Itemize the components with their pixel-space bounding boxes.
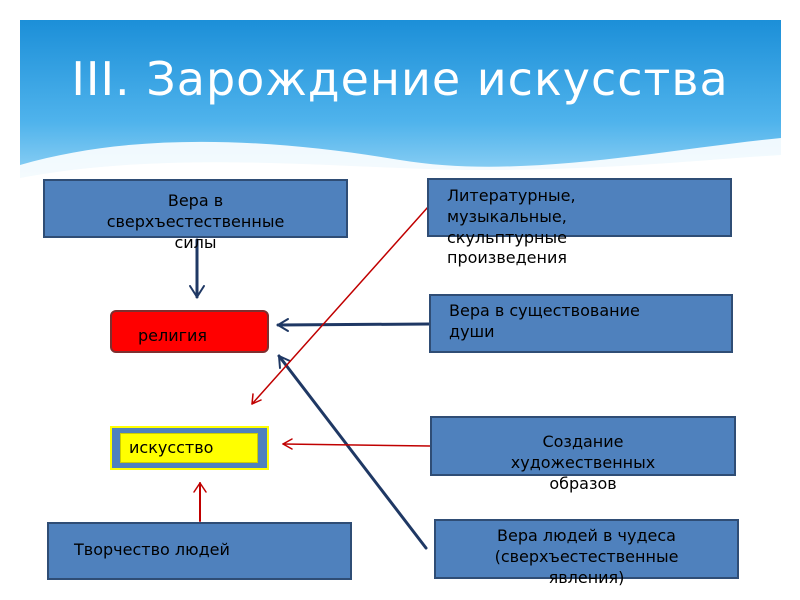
artistic-images-line-2: художественных <box>510 452 656 472</box>
works-line-1: Литературные, <box>447 186 576 205</box>
artistic-images-line-1: Создание <box>542 432 624 451</box>
arrow-images-to-art <box>282 443 431 447</box>
works-line-4: произведения <box>447 248 567 268</box>
arrow-works-to-art <box>251 206 429 405</box>
miracles-line-2: (сверхъестественные <box>494 546 679 566</box>
works-line-3: скульптурные <box>447 227 567 247</box>
faith-supernatural-line-2: сверхъестественные <box>106 211 285 231</box>
artistic-images-line-3: образов <box>549 473 617 493</box>
arrow-soul-to-religion <box>276 322 431 327</box>
arrow-miracles-to-religion <box>277 354 428 550</box>
slide-title: III. Зарождение искусства <box>71 52 729 106</box>
soul-belief-line-2: души <box>449 321 495 341</box>
people-creativity-label: Творчество людей <box>74 540 230 559</box>
miracles-box: Вера людей в чудеса (сверхъестественные … <box>434 519 739 587</box>
miracles-line-3: явления) <box>548 567 625 587</box>
art-label-box: искусство <box>120 433 258 463</box>
faith-supernatural-box: Вера в сверхъестественные силы <box>43 179 348 252</box>
art-box: искусство <box>110 426 269 470</box>
artistic-images-box: Создание художественных образов <box>430 416 736 493</box>
religion-box: религия <box>110 310 269 353</box>
soul-belief-box: Вера в существование души <box>429 294 733 353</box>
faith-supernatural-line-3: силы <box>174 232 217 252</box>
works-box: Литературные, музыкальные, скульптурные … <box>427 178 732 267</box>
miracles-line-1: Вера людей в чудеса <box>497 526 676 545</box>
people-creativity-box: Творчество людей <box>47 522 352 580</box>
faith-supernatural-line-1: Вера в <box>167 191 224 210</box>
religion-label: религия <box>138 326 208 345</box>
art-label: искусство <box>129 438 214 457</box>
soul-belief-line-1: Вера в существование <box>449 301 640 320</box>
works-line-2: музыкальные, <box>447 206 567 226</box>
